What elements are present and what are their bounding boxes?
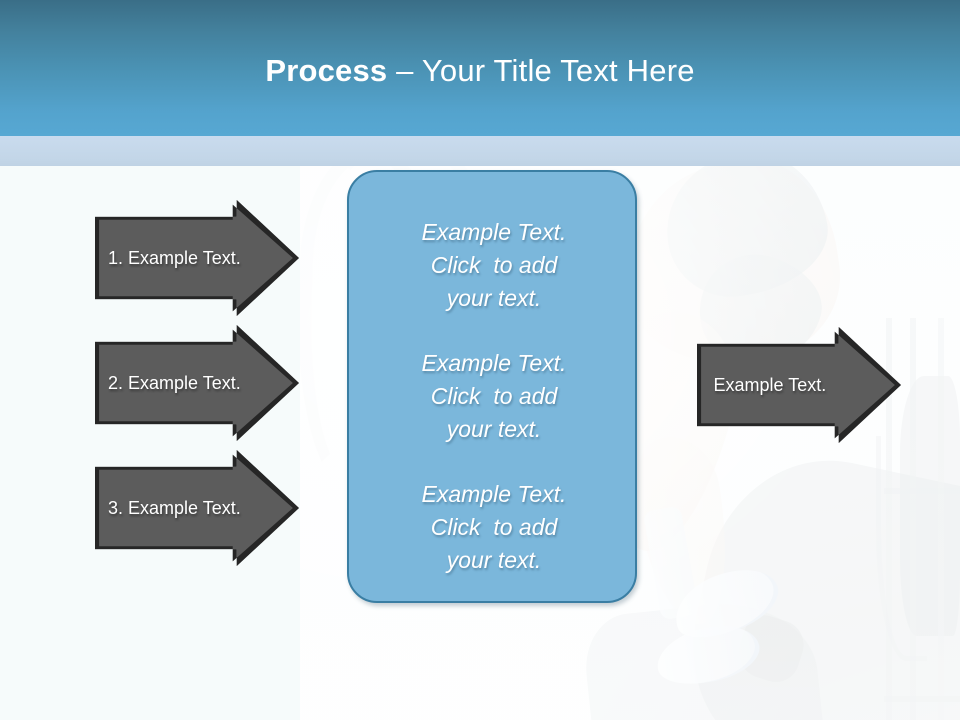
title-banner <box>0 0 960 136</box>
step-arrow-2[interactable]: 2. Example Text. <box>95 325 299 441</box>
center-card-block-3-line-1: Example Text. <box>421 481 567 507</box>
center-card-block-1[interactable]: Example Text. Click to add your text. <box>349 216 639 315</box>
step-arrow-2-label: 2. Example Text. <box>108 372 241 393</box>
center-card-block-1-line-3: your text. <box>446 285 542 311</box>
center-card-block-1-line-2: Click to add <box>430 252 558 278</box>
center-card-block-1-line-1: Example Text. <box>421 219 567 245</box>
center-card-block-2-line-2: Click to add <box>430 383 558 409</box>
step-arrow-1[interactable]: 1. Example Text. <box>95 200 299 316</box>
center-card-block-3-line-3: your text. <box>446 547 542 573</box>
title-accent-band <box>0 136 960 166</box>
photo-rack-shelf-1 <box>884 488 960 494</box>
output-arrow[interactable]: Example Text. <box>697 327 901 443</box>
page-title-bold: Process <box>265 53 388 88</box>
center-card-block-3-line-2: Click to add <box>430 514 558 540</box>
center-text-card[interactable]: Example Text. Click to add your text. Ex… <box>347 170 637 603</box>
center-card-block-2-line-1: Example Text. <box>421 350 567 376</box>
step-arrow-3[interactable]: 3. Example Text. <box>95 450 299 566</box>
page-title-rest: – Your Title Text Here <box>387 53 695 88</box>
center-card-blocks: Example Text. Click to add your text. Ex… <box>349 216 639 609</box>
photo-rack-shelf-2 <box>884 696 960 702</box>
center-card-block-3[interactable]: Example Text. Click to add your text. <box>349 478 639 577</box>
output-arrow-label: Example Text. <box>713 374 827 395</box>
center-card-block-2[interactable]: Example Text. Click to add your text. <box>349 347 639 446</box>
step-arrow-1-label: 1. Example Text. <box>108 247 241 268</box>
step-arrow-3-label: 3. Example Text. <box>108 497 241 518</box>
center-card-block-2-line-3: your text. <box>446 416 542 442</box>
page-title: Process – Your Title Text Here <box>0 52 960 90</box>
